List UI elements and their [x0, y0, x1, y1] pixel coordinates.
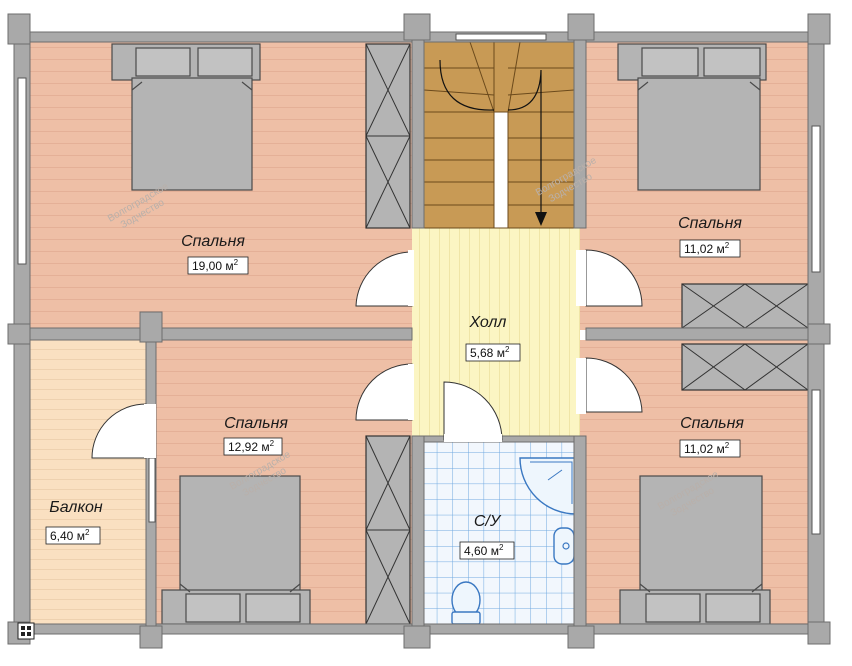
room-name-hall: Холл	[469, 314, 507, 331]
door-bedroom-top-left	[355, 251, 413, 307]
window-top-right	[811, 125, 821, 273]
door-bedroom-bottom-right	[585, 357, 643, 413]
room-name-bedroom-top-left: Спальня	[181, 233, 245, 250]
room-area-bedroom-top-right: 11,02 м2	[684, 241, 730, 256]
bed-top-left	[111, 43, 261, 191]
balcony-floor	[14, 340, 146, 630]
beds	[111, 43, 771, 625]
room-area-bedroom-bottom-mid: 12,92 м2	[228, 439, 275, 454]
door-bathroom	[443, 381, 503, 441]
window-bottom-right	[811, 389, 821, 535]
room-area-balcony: 6,40 м2	[50, 528, 90, 543]
hall-floor	[412, 228, 580, 440]
room-name-bathroom: С/У	[474, 513, 502, 530]
window-top-center	[455, 33, 547, 41]
room-area-bathroom: 4,60 м2	[464, 543, 504, 558]
bed-bottom-right	[619, 475, 771, 625]
room-area-hall: 5,68 м2	[470, 345, 510, 360]
bed-top-right	[617, 43, 767, 191]
wardrobe-bottom-right	[681, 343, 809, 391]
wardrobes	[365, 43, 809, 625]
window-balcony	[148, 457, 156, 523]
room-name-bedroom-top-right: Спальня	[678, 215, 742, 232]
bed-bottom-mid	[161, 475, 311, 625]
sink-icon	[553, 527, 578, 565]
room-name-balcony: Балкон	[49, 499, 103, 516]
windows	[17, 33, 821, 535]
room-name-bedroom-bottom-mid: Спальня	[224, 415, 288, 432]
door-bedroom-top-right	[585, 249, 643, 307]
room-labels: Спальня 19,00 м2 Спальня 11,02 м2 Холл 5…	[45, 215, 744, 560]
door-balcony	[91, 403, 147, 459]
grid-icon	[17, 622, 35, 640]
wardrobe-top-right	[681, 283, 809, 329]
door-bedroom-bottom-mid	[355, 363, 413, 421]
room-name-bedroom-bottom-right: Спальня	[680, 415, 744, 432]
room-area-bedroom-bottom-right: 11,02 м2	[684, 441, 730, 456]
toilet-icon	[451, 581, 481, 625]
stairs-direction-arrow	[439, 59, 542, 222]
room-area-bedroom-top-left: 19,00 м2	[192, 258, 239, 273]
doors	[91, 249, 643, 459]
window-top-left	[17, 77, 27, 265]
